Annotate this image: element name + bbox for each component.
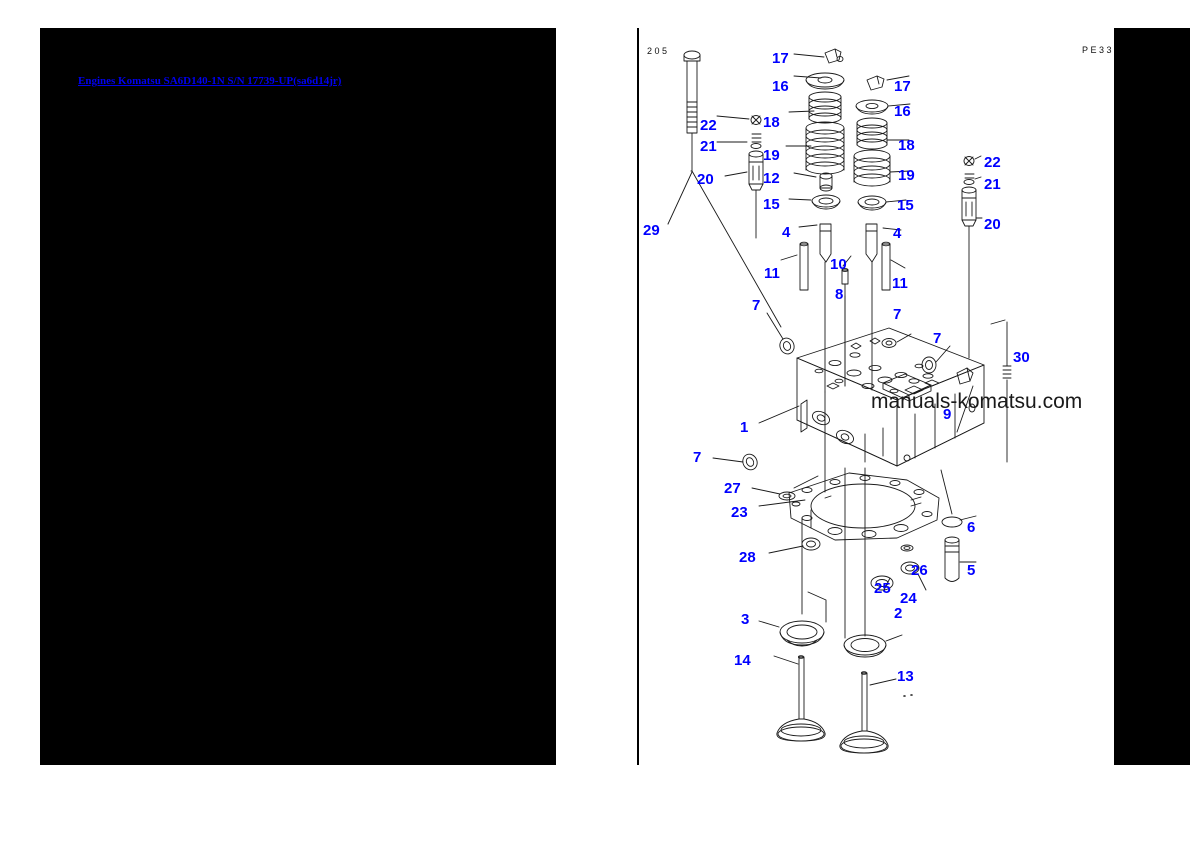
part-29-leader <box>691 170 782 328</box>
part-25-ring <box>870 575 894 591</box>
part-2-seat <box>843 634 903 658</box>
part-16a-retainer <box>793 72 845 90</box>
callout-11: 11 <box>892 275 908 292</box>
part-14-valve <box>773 655 826 742</box>
part-19b-spring <box>853 149 911 187</box>
callout-21: 21 <box>700 138 717 155</box>
page-code-label: PE33 <box>1081 45 1114 55</box>
part-21a-washer <box>716 133 762 149</box>
callout-7: 7 <box>752 297 761 314</box>
callout-15: 15 <box>763 196 780 213</box>
callout-13: 13 <box>897 668 914 685</box>
callout-29: 29 <box>643 222 660 239</box>
part-11b-dowel <box>881 241 906 291</box>
callout-14: 14 <box>734 652 751 669</box>
callout-16: 16 <box>772 78 789 95</box>
callout-18: 18 <box>763 114 780 131</box>
callout-7: 7 <box>933 330 942 347</box>
callout-11: 11 <box>764 265 780 282</box>
parts-diagram-page: 20 5 <box>637 28 1114 765</box>
part-7b-oring <box>881 333 912 348</box>
part-27-ring <box>751 475 819 501</box>
part-6-washer <box>941 515 977 528</box>
part-24-ring <box>900 561 927 591</box>
part-7d-oring <box>712 453 758 471</box>
left-document-panel: Engines Komatsu SA6D140-1N S/N 17739-UP(… <box>40 28 556 765</box>
callout-20: 20 <box>984 216 1001 233</box>
part-28-ring <box>768 509 821 554</box>
part-18a-spring <box>788 91 842 124</box>
part-23-gasket <box>788 472 940 541</box>
callout-4: 4 <box>782 224 791 241</box>
callout-7: 7 <box>893 306 902 323</box>
callout-30: 30 <box>1013 349 1030 366</box>
part-22a-nut <box>716 115 762 125</box>
callout-26: 26 <box>911 562 928 579</box>
callout-18: 18 <box>898 137 915 154</box>
callout-17: 17 <box>894 78 911 95</box>
part-4b-collar <box>865 223 902 263</box>
part-1-leader <box>758 405 800 424</box>
callout-22: 22 <box>984 154 1001 171</box>
callout-22: 22 <box>700 117 717 134</box>
part-15b-guide <box>857 195 907 211</box>
part-4a-collar <box>798 223 832 263</box>
callout-19: 19 <box>763 147 780 164</box>
part-5-sleeve <box>944 536 977 582</box>
page-number: 205 <box>647 46 670 56</box>
callout-24: 24 <box>900 590 917 607</box>
part-16b-retainer <box>855 99 911 115</box>
callout-8: 8 <box>835 286 844 303</box>
callout-21: 21 <box>984 176 1001 193</box>
callout-5: 5 <box>967 562 976 579</box>
part-17b-cotter <box>866 75 910 91</box>
callout-2: 2 <box>894 605 903 622</box>
callout-25: 25 <box>874 580 891 597</box>
part-29-bolt <box>667 50 701 225</box>
part-22b-nut <box>963 155 982 166</box>
part-3-seat <box>758 591 827 647</box>
callout-9: 9 <box>943 406 952 423</box>
part-13-valve <box>839 671 897 754</box>
callout-10: 10 <box>830 256 847 273</box>
part-30-bolt <box>990 319 1012 463</box>
callout-28: 28 <box>739 549 756 566</box>
part-21b-washer <box>963 173 982 185</box>
callout-7: 7 <box>693 449 702 466</box>
part-18b-spring <box>856 117 910 150</box>
part-9-plug <box>956 367 974 433</box>
part-23-leader <box>758 499 806 507</box>
parts-diagram-svg <box>667 48 1012 754</box>
part-1-cylinder-head <box>796 327 985 467</box>
part-17a-cotter <box>793 48 844 64</box>
part-20b-holder <box>961 186 983 359</box>
part-6-leader <box>940 469 953 515</box>
callout-6: 6 <box>967 519 976 536</box>
part-12-seal <box>793 172 833 192</box>
part-10-stem <box>841 255 852 387</box>
callout-1: 1 <box>740 419 749 436</box>
callout-19: 19 <box>898 167 915 184</box>
engine-manual-link[interactable]: Engines Komatsu SA6D140-1N S/N 17739-UP(… <box>78 75 342 87</box>
callout-20: 20 <box>697 171 714 188</box>
part-20a-holder <box>724 150 764 239</box>
part-26-ring <box>900 544 914 552</box>
part-19a-spring <box>785 121 845 175</box>
callout-3: 3 <box>741 611 750 628</box>
part-15a-guide <box>788 194 841 210</box>
callout-27: 27 <box>724 480 741 497</box>
callout-12: 12 <box>763 170 780 187</box>
part-7a-oring <box>766 312 795 355</box>
callout-17: 17 <box>772 50 789 67</box>
part-11a-dowel <box>780 241 809 291</box>
callout-16: 16 <box>894 103 911 120</box>
callout-23: 23 <box>731 504 748 521</box>
page-right-black-margin <box>1113 45 1190 765</box>
callout-15: 15 <box>897 197 914 214</box>
callout-4: 4 <box>893 225 902 242</box>
